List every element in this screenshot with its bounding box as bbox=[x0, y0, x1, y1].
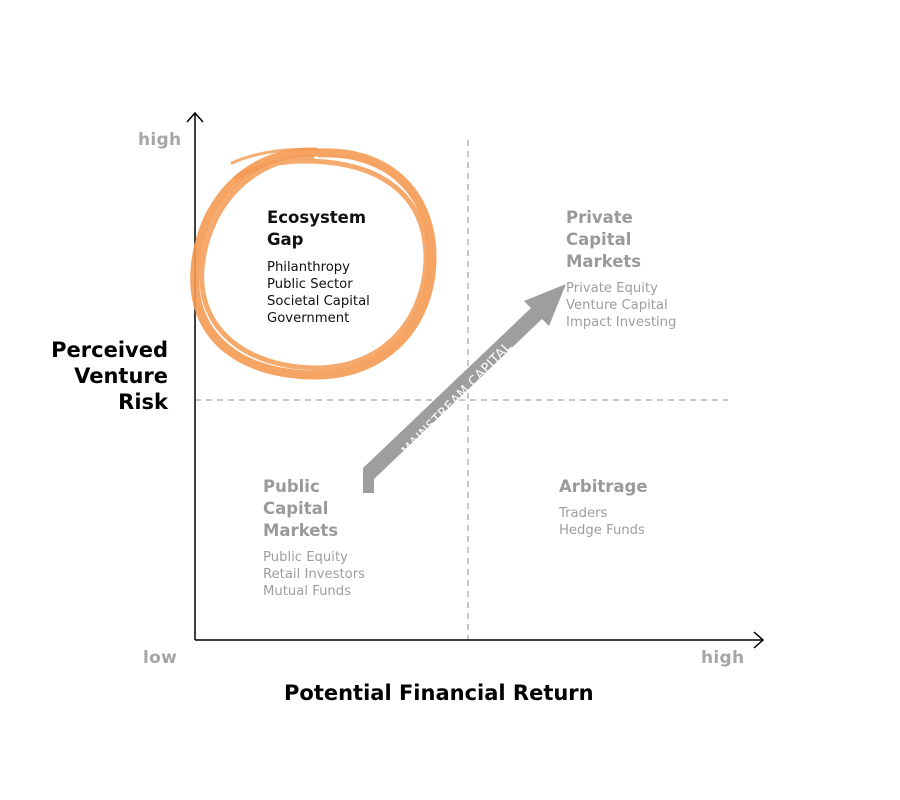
list-item: Government bbox=[267, 311, 350, 326]
quadrant-title-line: Public bbox=[263, 477, 320, 496]
quadrant-title: Ecosystem Gap bbox=[267, 207, 370, 251]
quadrant-public-capital-markets: Public Capital Markets Public Equity Ret… bbox=[263, 476, 365, 600]
quadrant-items: Traders Hedge Funds bbox=[559, 505, 648, 539]
quadrant-title: Arbitrage bbox=[559, 476, 648, 498]
quadrant-private-capital-markets: Private Capital Markets Private Equity V… bbox=[566, 207, 676, 331]
list-item: Venture Capital bbox=[566, 298, 668, 313]
list-item: Hedge Funds bbox=[559, 523, 645, 538]
x-axis-title: Potential Financial Return bbox=[284, 681, 594, 705]
list-item: Philanthropy bbox=[267, 260, 350, 275]
quadrant-title-line: Markets bbox=[263, 521, 339, 540]
list-item: Retail Investors bbox=[263, 567, 366, 582]
list-item: Mutual Funds bbox=[263, 584, 352, 599]
quadrant-items: Philanthropy Public Sector Societal Capi… bbox=[267, 259, 370, 327]
list-item: Public Equity bbox=[263, 550, 348, 565]
quadrant-ecosystem-gap: Ecosystem Gap Philanthropy Public Sector… bbox=[267, 207, 370, 327]
quadrant-title-line: Capital bbox=[566, 230, 632, 249]
y-axis-title: Perceived Venture Risk bbox=[20, 337, 168, 415]
arrow-label: MAINSTREAM CAPITAL bbox=[399, 339, 515, 458]
highlight-circle bbox=[190, 147, 437, 380]
quadrant-title-line: Capital bbox=[263, 499, 329, 518]
y-axis-title-line: Venture bbox=[74, 364, 168, 388]
quadrant-items: Public Equity Retail Investors Mutual Fu… bbox=[263, 549, 365, 600]
list-item: Impact Investing bbox=[566, 315, 677, 330]
list-item: Traders bbox=[559, 506, 608, 521]
mainstream-capital-arrow: MAINSTREAM CAPITAL bbox=[363, 284, 566, 493]
quadrant-title-line: Ecosystem bbox=[267, 208, 367, 227]
y-axis bbox=[186, 111, 204, 640]
y-axis-title-line: Perceived bbox=[51, 338, 168, 362]
quadrant-title-line: Arbitrage bbox=[559, 477, 648, 496]
y-axis-high-label: high bbox=[138, 130, 182, 150]
x-axis-low-label: low bbox=[143, 648, 178, 668]
list-item: Societal Capital bbox=[267, 294, 370, 309]
x-axis bbox=[195, 631, 765, 649]
quadrant-title-line: Private bbox=[566, 208, 633, 227]
arrow-shape bbox=[363, 284, 566, 493]
list-item: Public Sector bbox=[267, 277, 353, 292]
quadrant-title-line: Markets bbox=[566, 252, 642, 271]
y-axis-title-line: Risk bbox=[118, 390, 168, 414]
quadrant-title-line: Gap bbox=[267, 230, 304, 249]
quadrant-title: Private Capital Markets bbox=[566, 207, 676, 273]
quadrant-items: Private Equity Venture Capital Impact In… bbox=[566, 280, 676, 331]
quadrant-arbitrage: Arbitrage Traders Hedge Funds bbox=[559, 476, 648, 539]
x-axis-high-label: high bbox=[701, 648, 745, 668]
list-item: Private Equity bbox=[566, 281, 658, 296]
quadrant-title: Public Capital Markets bbox=[263, 476, 365, 542]
